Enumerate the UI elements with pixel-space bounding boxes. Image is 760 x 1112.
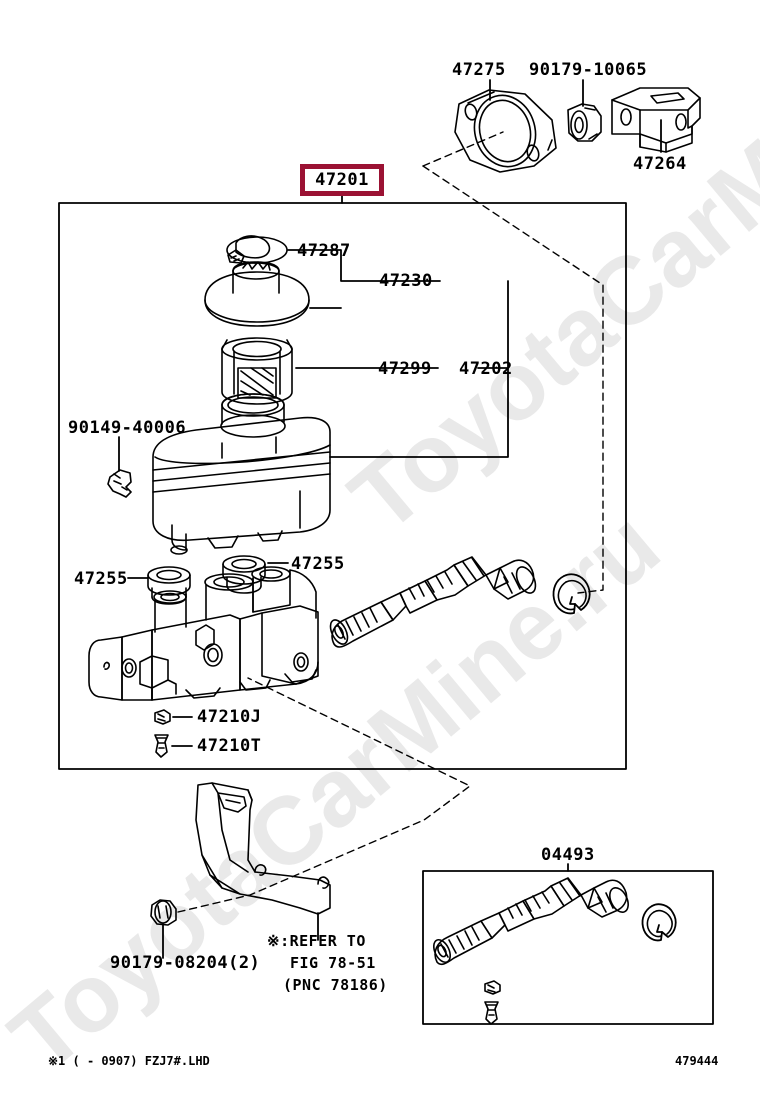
label-47255-left: 47255 — [74, 569, 128, 589]
label-47210J: 47210J — [197, 707, 262, 727]
part-47275-gasket — [454, 89, 557, 173]
label-47299: 47299 — [378, 359, 432, 379]
part-snap-ring — [552, 573, 591, 615]
refer-note-line3: (PNC 78186) — [283, 976, 388, 994]
label-47275: 47275 — [452, 60, 506, 80]
part-47230-reservoir-cap — [204, 261, 310, 327]
part-47287-seal — [226, 235, 288, 264]
figure-number: 479444 — [675, 1054, 719, 1068]
footnote: ※1 ( - 0907) FZJ7#.LHD — [48, 1054, 210, 1068]
label-90179-10065: 90179-10065 — [529, 60, 648, 80]
part-90179-08204-nut — [150, 899, 177, 926]
label-90149-40006: 90149-40006 — [68, 418, 187, 438]
part-04493-repair-kit — [432, 877, 677, 1025]
part-47202-reservoir — [152, 393, 331, 555]
label-04493: 04493 — [541, 845, 595, 865]
part-master-cylinder-body — [88, 566, 319, 701]
part-piston-assembly — [329, 556, 537, 648]
label-47287: 47287 — [297, 241, 351, 261]
label-47230: 47230 — [379, 271, 433, 291]
part-90149-40006-screw — [107, 469, 132, 498]
part-47210J-plug — [154, 709, 171, 725]
refer-note-line1: ※:REFER TO — [267, 932, 366, 950]
label-47210T: 47210T — [197, 736, 262, 756]
label-47202: 47202 — [459, 359, 513, 379]
part-90179-10065-nut — [567, 103, 602, 142]
part-47210T-bleeder — [154, 734, 169, 758]
label-90179-08204: 90179-08204(2) — [110, 953, 261, 973]
label-47255-right: 47255 — [291, 554, 345, 574]
highlighted-part-number-47201: 47201 — [300, 164, 384, 196]
part-47264-bracket — [611, 87, 701, 153]
part-bracket-refer — [195, 782, 331, 915]
refer-note-line2: FIG 78-51 — [290, 954, 376, 972]
label-47264: 47264 — [633, 154, 687, 174]
highlighted-part-number-text: 47201 — [315, 169, 369, 190]
